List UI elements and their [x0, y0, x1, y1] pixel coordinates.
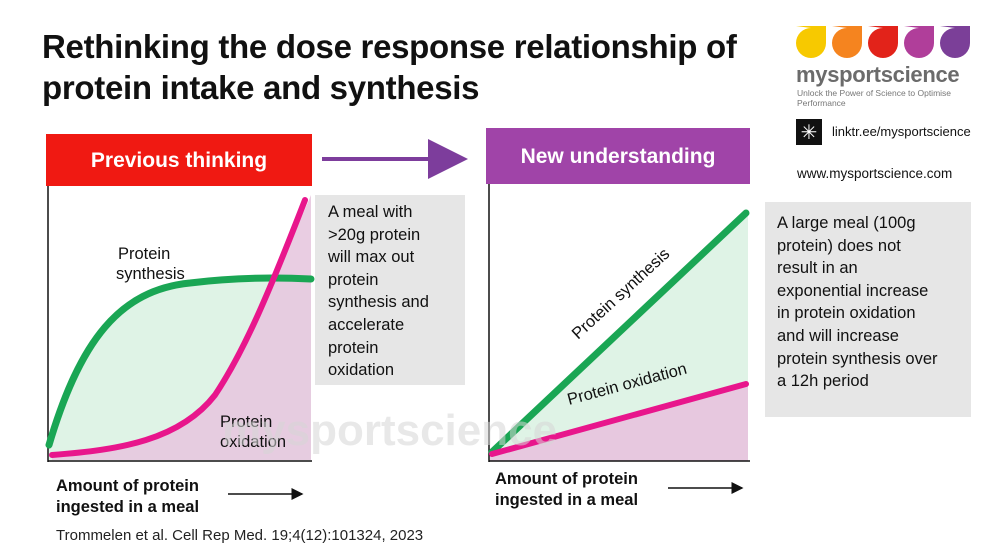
- left-oxidation-line: [49, 197, 308, 458]
- note-line: will max out: [328, 248, 415, 267]
- note-line: A large meal (100g: [777, 214, 916, 232]
- note-line: protein: [328, 338, 379, 357]
- note-line: result in an: [777, 259, 858, 278]
- note-line: and will increase: [777, 326, 899, 345]
- left-x-axis-label-line-2: ingested in a meal: [56, 498, 200, 516]
- right-x-axis-label-line-1: Amount of protein: [495, 470, 638, 488]
- citation: Trommelen et al. Cell Rep Med. 19;4(12):…: [56, 527, 424, 544]
- linktree-asterisk-icon: ✳: [796, 119, 822, 145]
- left-x-axis-label-line-1: Amount of protein: [56, 477, 199, 495]
- left-oxidation-label-2: oxidation: [220, 433, 286, 451]
- left-oxidation-label-1: Protein: [220, 413, 272, 431]
- previous-thinking-note: A meal with >20g protein will max out pr…: [315, 195, 465, 385]
- linktree-link[interactable]: linktr.ee/mysportscience: [832, 124, 971, 139]
- new-understanding-note: A large meal (100g protein) does not res…: [765, 202, 971, 417]
- page-title: Rethinking the dose response relationshi…: [42, 28, 737, 106]
- right-x-axis-label: Amount of protein ingested in a meal: [495, 469, 638, 511]
- logo-blob-red: [868, 26, 898, 58]
- left-synthesis-line: [45, 274, 315, 449]
- note-line: protein synthesis over: [777, 349, 938, 368]
- note-line: synthesis and: [328, 293, 429, 312]
- new-understanding-header: New understanding: [486, 128, 750, 184]
- left-oxidation-area: [52, 195, 311, 460]
- logo-blob-yellow: [796, 26, 826, 58]
- left-x-axis-label: Amount of protein ingested in a meal: [56, 476, 199, 518]
- logo-blob-magenta: [904, 26, 934, 58]
- note-line: a 12h period: [777, 372, 869, 391]
- brand-logo-icon: [796, 26, 970, 58]
- right-oxidation-line: [489, 381, 749, 457]
- note-line: protein) does not: [777, 236, 901, 255]
- note-line: >20g protein: [328, 225, 421, 244]
- right-synthesis-line: [488, 209, 750, 456]
- note-line: oxidation: [328, 361, 395, 380]
- right-x-axis-label-line-2: ingested in a meal: [495, 491, 639, 509]
- previous-thinking-header: Previous thinking: [46, 134, 312, 186]
- left-synthesis-label-1: Protein: [118, 245, 170, 263]
- logo-blob-purple: [940, 26, 970, 58]
- logo-blob-orange: [832, 26, 862, 58]
- note-line: in protein oxidation: [777, 304, 916, 323]
- brand-tagline: Unlock the Power of Science to Optimise …: [797, 88, 952, 108]
- note-line: exponential increase: [777, 281, 929, 300]
- website-link[interactable]: www.mysportscience.com: [797, 166, 953, 181]
- left-synthesis-label-2: synthesis: [116, 265, 185, 283]
- note-line: accelerate: [328, 315, 405, 334]
- note-line: protein: [328, 270, 379, 289]
- brand-name: mysportscience: [796, 62, 960, 87]
- note-line: A meal with: [328, 203, 413, 221]
- watermark: mysportscience: [222, 406, 557, 455]
